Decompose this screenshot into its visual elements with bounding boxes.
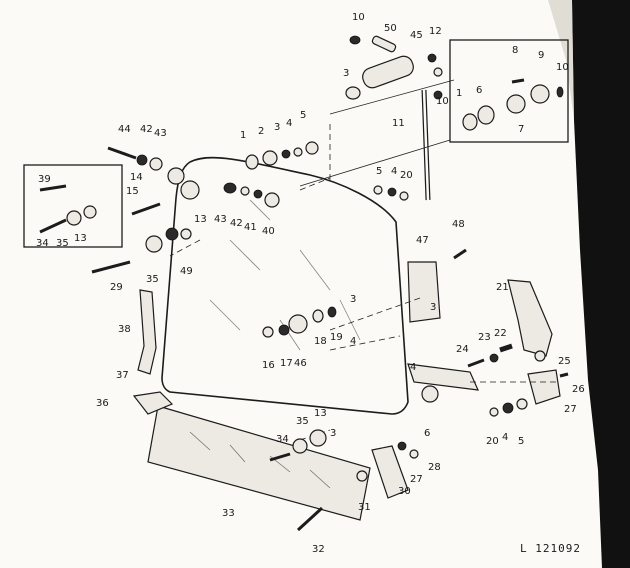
lower-left-hinge bbox=[132, 391, 174, 415]
part-label-p27b: 27 bbox=[410, 474, 423, 485]
part-label-p7a: 7 bbox=[518, 124, 524, 135]
hardware bbox=[39, 35, 569, 532]
part-label-p19: 19 bbox=[330, 332, 343, 343]
part-label-p35a: 35 bbox=[56, 238, 69, 249]
part-label-p3a: 3 bbox=[343, 68, 349, 79]
part-label-p10c: 10 bbox=[436, 96, 449, 107]
part-label-p20b: 20 bbox=[486, 436, 499, 447]
part-label-p13c: 13 bbox=[314, 408, 327, 419]
bracket-27 bbox=[527, 369, 561, 405]
part-label-p8: 8 bbox=[512, 45, 518, 56]
part-label-p41: 41 bbox=[244, 222, 257, 233]
part-label-p50: 50 bbox=[384, 23, 397, 34]
part-label-p20a: 20 bbox=[400, 170, 413, 181]
part-label-c3a: 3 bbox=[350, 294, 356, 305]
part-label-p5c: 5 bbox=[518, 436, 524, 447]
part-label-p6a: 6 bbox=[476, 85, 482, 96]
part-label-p49: 49 bbox=[180, 266, 193, 277]
part-label-p22: 22 bbox=[494, 328, 507, 339]
part-label-c4b: 4 bbox=[410, 362, 416, 373]
clip-30 bbox=[371, 445, 409, 499]
part-label-p4c: 4 bbox=[502, 432, 508, 443]
link-plate bbox=[407, 363, 479, 391]
part-label-p13a: 13 bbox=[194, 214, 207, 225]
part-label-p38: 38 bbox=[118, 324, 131, 335]
plate-marks bbox=[189, 431, 331, 489]
scan-edge-shadow bbox=[572, 0, 630, 568]
part-label-p31: 31 bbox=[358, 502, 371, 513]
part-label-c4a: 4 bbox=[350, 336, 356, 347]
part-label-p18: 18 bbox=[314, 336, 327, 347]
part-label-p14: 14 bbox=[130, 172, 143, 183]
part-label-p39: 39 bbox=[38, 174, 51, 185]
part-label-p16: 16 bbox=[262, 360, 275, 371]
part-label-p4b: 4 bbox=[391, 166, 397, 177]
part-label-p23: 23 bbox=[478, 332, 491, 343]
part-label-p5b: 5 bbox=[376, 166, 382, 177]
part-label-c3c: 3 bbox=[430, 302, 436, 313]
part-label-p27: 27 bbox=[564, 404, 577, 415]
part-label-p46: 46 bbox=[294, 358, 307, 369]
part-label-p34b: 34 bbox=[276, 434, 289, 445]
part-label-p10b: 10 bbox=[556, 62, 569, 73]
inset-box-left bbox=[23, 164, 123, 248]
part-label-p43a: 43 bbox=[154, 128, 167, 139]
drawing-reference-code: L 121092 bbox=[520, 542, 581, 555]
part-label-p44: 44 bbox=[118, 124, 131, 135]
part-label-p43b: 43 bbox=[214, 214, 227, 225]
part-label-p9: 9 bbox=[538, 50, 544, 61]
scan-edge-tint bbox=[548, 0, 574, 120]
part-label-p26: 26 bbox=[572, 384, 585, 395]
part-label-p21: 21 bbox=[496, 282, 509, 293]
part-label-p11: 11 bbox=[392, 118, 405, 129]
part-label-p37: 37 bbox=[116, 370, 129, 381]
part-label-p34a: 34 bbox=[36, 238, 49, 249]
bracket-47 bbox=[407, 261, 441, 323]
part-label-p1b: 1 bbox=[240, 130, 246, 141]
part-label-p6b: 6 bbox=[424, 428, 430, 439]
part-label-p5a: 5 bbox=[300, 110, 306, 121]
part-label-p47: 47 bbox=[416, 235, 429, 246]
part-label-p32: 32 bbox=[312, 544, 325, 555]
part-label-p24: 24 bbox=[456, 344, 469, 355]
part-label-p35c: 35 bbox=[296, 416, 309, 427]
glass-reflection-marks bbox=[209, 199, 361, 351]
part-label-p45: 45 bbox=[410, 30, 423, 41]
part-label-p25: 25 bbox=[558, 356, 571, 367]
part-label-p36: 36 bbox=[96, 398, 109, 409]
part-label-p17: 17 bbox=[280, 358, 293, 369]
part-label-p30: 30 bbox=[398, 486, 411, 497]
part-label-p2: 2 bbox=[258, 126, 264, 137]
part-label-p13b: 13 bbox=[74, 233, 87, 244]
pin-50 bbox=[371, 35, 397, 53]
lower-plate bbox=[147, 405, 371, 521]
left-side-bracket bbox=[137, 289, 157, 375]
part-label-p4a: 4 bbox=[286, 118, 292, 129]
part-label-p42b: 42 bbox=[230, 218, 243, 229]
part-label-p10a: 10 bbox=[352, 12, 365, 23]
part-label-p3b: 3 bbox=[274, 122, 280, 133]
part-label-p42a: 42 bbox=[140, 124, 153, 135]
part-label-p1a: 1 bbox=[456, 88, 462, 99]
part-label-p33: 33 bbox=[222, 508, 235, 519]
part-label-p28: 28 bbox=[428, 462, 441, 473]
gas-strut-rod-core bbox=[422, 89, 430, 201]
part-label-p40: 40 bbox=[262, 226, 275, 237]
hinge-arm bbox=[507, 279, 553, 357]
inset-box-right bbox=[449, 39, 569, 143]
windshield-glass bbox=[161, 156, 409, 415]
top-cylinder bbox=[362, 55, 414, 89]
assembly-lines bbox=[169, 79, 560, 441]
part-label-p48: 48 bbox=[452, 219, 465, 230]
part-label-p15: 15 bbox=[126, 186, 139, 197]
part-label-p35b: 35 bbox=[146, 274, 159, 285]
part-label-p12: 12 bbox=[429, 26, 442, 37]
part-label-p29: 29 bbox=[110, 282, 123, 293]
part-label-c3b: 3 bbox=[330, 428, 336, 439]
